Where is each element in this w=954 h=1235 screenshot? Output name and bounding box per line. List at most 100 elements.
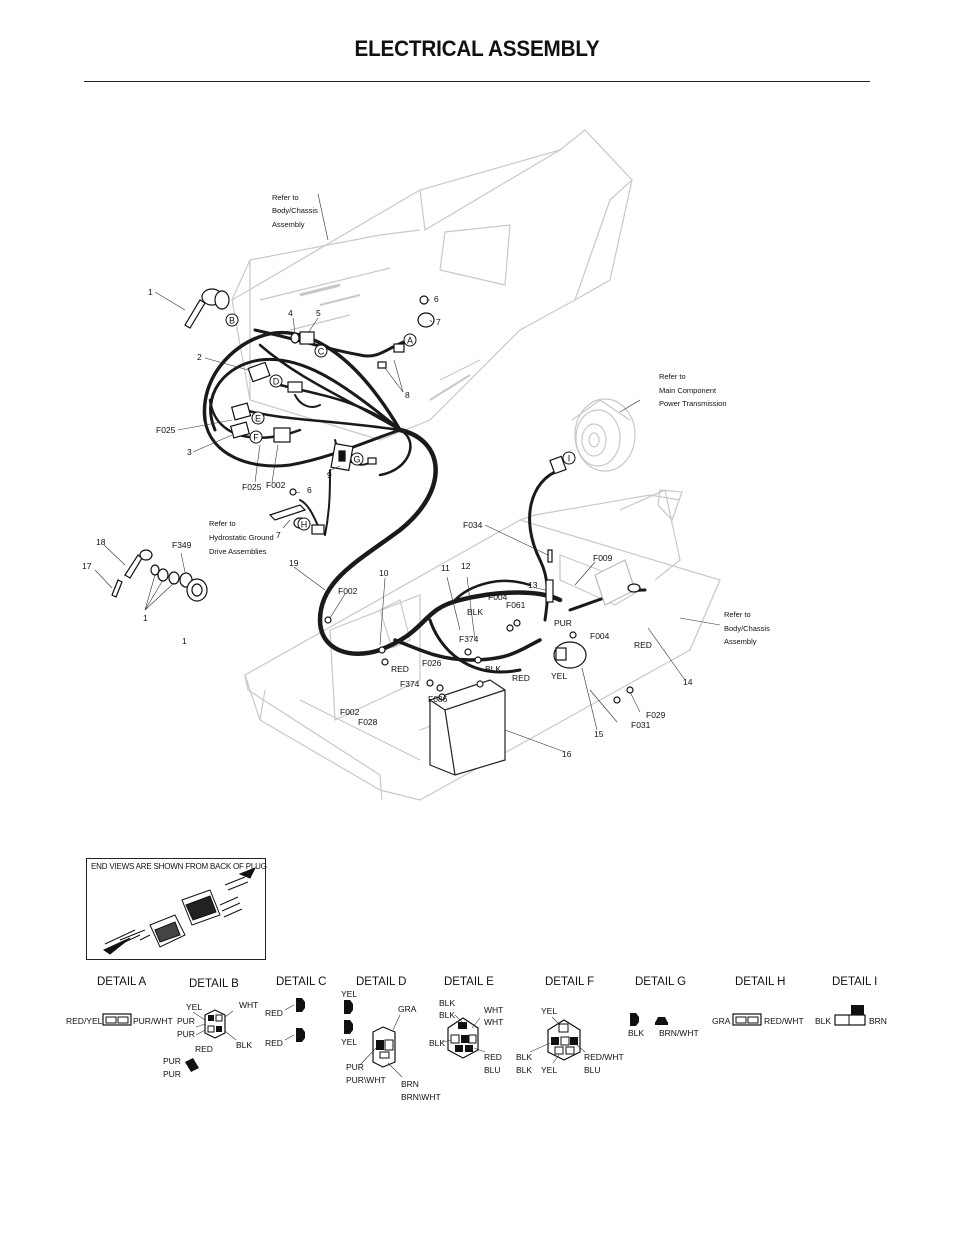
callout-f034: F034: [463, 520, 483, 530]
callout-3: 3: [187, 447, 192, 457]
detail-d-brn: BRN: [401, 1079, 419, 1089]
note-hydrostatic-1: Refer to: [209, 519, 236, 528]
detail-e-blk-3: BLK: [429, 1038, 445, 1048]
detail-i-plug: BLK BRN: [815, 1005, 887, 1026]
detail-d-brn-wht: BRN\WHT: [401, 1092, 441, 1102]
detail-b-blk: BLK: [236, 1040, 252, 1050]
callout-f029: F029: [646, 710, 666, 720]
detail-d-yel-1: YEL: [341, 989, 357, 999]
callout-red-left: RED: [391, 664, 409, 674]
callout-f026: F026: [422, 658, 442, 668]
note-body-chassis-right-2: Body/Chassis: [724, 624, 770, 633]
callout-pur: PUR: [554, 618, 572, 628]
callout-f028: F028: [358, 717, 378, 727]
page-title: ELECTRICAL ASSEMBLY: [354, 36, 600, 61]
detail-h-title: DETAIL H: [735, 976, 785, 988]
detail-e-blu: BLU: [484, 1065, 501, 1075]
detail-c-plugs: RED RED: [265, 998, 305, 1048]
note-main-component-3: Power Transmission: [659, 399, 727, 408]
battery: [429, 679, 506, 776]
callout-1-left: 1: [143, 613, 148, 623]
detail-b-pur-3: PUR: [163, 1056, 181, 1066]
legend-plug-illustration: [102, 867, 257, 955]
detail-e-wht-2: WHT: [484, 1017, 503, 1027]
detail-letter-h: H: [301, 520, 308, 530]
note-main-component-2: Main Component: [659, 386, 717, 395]
detail-e-title: DETAIL E: [444, 976, 494, 988]
detail-c-title: DETAIL C: [276, 976, 326, 988]
detail-c-red-2: RED: [265, 1038, 283, 1048]
detail-e-red: RED: [484, 1052, 502, 1062]
callout-f004-right: F004: [590, 631, 610, 641]
detail-letter-f: F: [253, 433, 259, 443]
callout-f009: F009: [593, 553, 613, 563]
callout-9: 9: [327, 470, 332, 480]
detail-b-pur-2: PUR: [177, 1029, 195, 1039]
detail-d-pur: PUR: [346, 1062, 364, 1072]
callout-yel: YEL: [551, 671, 567, 681]
callout-blk-top: BLK: [467, 607, 483, 617]
callout-2: 2: [197, 352, 202, 362]
callout-7-bottom: 7: [276, 530, 281, 540]
detail-g-brn-wht: BRN/WHT: [659, 1028, 699, 1038]
detail-letter-g: G: [353, 455, 360, 465]
note-hydrostatic-2: Hydrostatic Ground: [209, 533, 274, 542]
detail-h-gra: GRA: [712, 1016, 731, 1026]
callout-f002-mid: F002: [338, 586, 358, 596]
detail-b-yel: YEL: [186, 1002, 202, 1012]
callout-12: 12: [461, 561, 471, 571]
detail-h-red-wht: RED/WHT: [764, 1016, 804, 1026]
detail-letter-c: C: [318, 347, 325, 357]
title-rule: [84, 81, 870, 82]
detail-i-title: DETAIL I: [832, 976, 877, 988]
detail-i-blk: BLK: [815, 1016, 831, 1026]
callout-10: 10: [379, 568, 389, 578]
detail-b-wht: WHT: [239, 1000, 258, 1010]
item-callouts: 1 2 3 4 5 6 7 8 9 6 7 18 17 1 1 19 10 11…: [82, 287, 693, 759]
detail-a-right-wire: PUR/WHT: [133, 1016, 173, 1026]
callout-f002-bottom: F002: [340, 707, 360, 717]
detail-letter-b: B: [229, 316, 235, 326]
callout-f349: F349: [172, 540, 192, 550]
detail-e-blk-1: BLK: [439, 998, 455, 1008]
detail-h-plug: GRA RED/WHT: [712, 1013, 804, 1026]
legend-text: END VIEWS ARE SHOWN FROM BACK OF PLUG: [91, 862, 267, 871]
body-chassis-outline: [231, 129, 721, 801]
detail-f-title: DETAIL F: [545, 976, 594, 988]
callout-6-bottom: 6: [307, 485, 312, 495]
note-body-chassis-right-3: Assembly: [724, 637, 757, 646]
detail-c-red-1: RED: [265, 1008, 283, 1018]
detail-a-title: DETAIL A: [97, 976, 147, 988]
note-body-chassis-top-2: Body/Chassis: [272, 206, 318, 215]
callout-5: 5: [316, 308, 321, 318]
detail-a-left-wire: RED/YEL: [66, 1016, 103, 1026]
detail-d-title: DETAIL D: [356, 976, 406, 988]
legend-box: END VIEWS ARE SHOWN FROM BACK OF PLUG: [86, 858, 267, 960]
callout-15: 15: [594, 729, 604, 739]
detail-f-yel-2: YEL: [541, 1065, 557, 1075]
reference-notes: Refer to Body/Chassis Assembly Refer to …: [209, 193, 770, 646]
note-main-component-1: Refer to: [659, 372, 686, 381]
callout-f061: F061: [506, 600, 526, 610]
detail-f-yel-1: YEL: [541, 1006, 557, 1016]
detail-f-blu: BLU: [584, 1065, 601, 1075]
detail-e-blk-2: BLK: [439, 1010, 455, 1020]
detail-d-pur-wht: PUR\WHT: [346, 1075, 386, 1085]
callout-f086: F086: [428, 694, 448, 704]
detail-f-blk-2: BLK: [516, 1065, 532, 1075]
detail-titles: DETAIL A DETAIL B DETAIL C DETAIL D DETA…: [97, 976, 877, 990]
callout-1-top: 1: [148, 287, 153, 297]
detail-i-brn: BRN: [869, 1016, 887, 1026]
callout-f025-bottom: F025: [242, 482, 262, 492]
leader-lines: [94, 193, 721, 753]
callout-8: 8: [405, 390, 410, 400]
detail-g-blk: BLK: [628, 1028, 644, 1038]
callout-f002-top: F002: [266, 480, 286, 490]
callout-red-right: RED: [634, 640, 652, 650]
note-body-chassis-top-1: Refer to: [272, 193, 299, 202]
detail-b-red: RED: [195, 1044, 213, 1054]
detail-letter-labels: B A C D E F G H I: [229, 316, 570, 530]
callout-7-top: 7: [436, 317, 441, 327]
detail-d-yel-2: YEL: [341, 1037, 357, 1047]
